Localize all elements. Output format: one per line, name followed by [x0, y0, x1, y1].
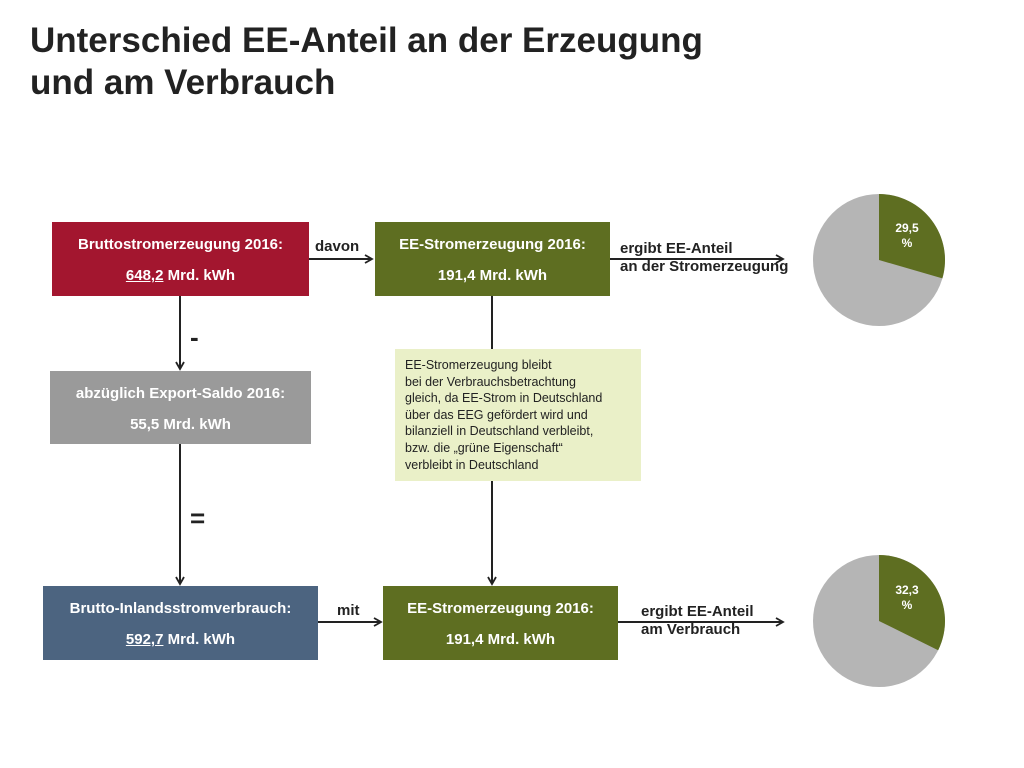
- pie-verbrauch-label-unit: %: [901, 598, 913, 612]
- pie-erzeugung-label-unit: %: [901, 236, 913, 250]
- label-ergibt-verbrauch: ergibt EE-Anteil am Verbrauch: [641, 603, 754, 639]
- note-line: über das EEG gefördert wird und: [405, 407, 588, 422]
- pie-verbrauch-label: 32,3 %: [887, 583, 927, 613]
- box-ee-top-label: EE-Stromerzeugung 2016:: [399, 236, 586, 253]
- box-ee-stromerzeugung-top: EE-Stromerzeugung 2016: 191,4 Mrd. kWh: [375, 222, 610, 296]
- inlandsverbrauch-value-number: 592,7: [125, 631, 164, 648]
- box-export-saldo-value: 55,5 Mrd. kWh: [130, 416, 231, 433]
- note-line: gleich, da EE-Strom in Deutschland: [405, 391, 603, 406]
- page-title-line-1: Unterschied EE-Anteil an der Erzeugung: [30, 21, 703, 60]
- box-bruttostromerzeugung: Bruttostromerzeugung 2016: 648,2 Mrd. kW…: [52, 222, 309, 296]
- box-ee-bottom-label: EE-Stromerzeugung 2016:: [407, 600, 594, 617]
- note-explanation: EE-Stromerzeugung bleibt bei der Verbrau…: [395, 349, 641, 481]
- note-line: bilanziell in Deutschland verbleibt,: [405, 424, 594, 439]
- box-inlandsverbrauch-label: Brutto-Inlandsstromverbrauch:: [69, 600, 292, 617]
- pie-verbrauch-label-number: 32,3: [895, 583, 919, 597]
- note-line: bei der Verbrauchsbetrachtung: [405, 374, 576, 389]
- label-ergibt-verbrauch-line-1: ergibt EE-Anteil: [641, 603, 754, 620]
- box-export-saldo: abzüglich Export-Saldo 2016: 55,5 Mrd. k…: [50, 371, 311, 444]
- pie-erzeugung-label: 29,5 %: [887, 221, 927, 251]
- note-line: bzw. die „grüne Eigenschaft“: [405, 440, 563, 455]
- operator-minus: -: [190, 322, 199, 352]
- operator-equals: =: [190, 503, 206, 533]
- page-title: Unterschied EE-Anteil an der Erzeugung u…: [30, 20, 703, 104]
- label-ergibt-erzeugung-line-1: ergibt EE-Anteil: [620, 240, 733, 257]
- box-brutto-inlandsstromverbrauch: Brutto-Inlandsstromverbrauch: 592,7 Mrd.…: [43, 586, 318, 660]
- brutto-value-number: 648,2: [125, 267, 164, 284]
- box-ee-stromerzeugung-bottom: EE-Stromerzeugung 2016: 191,4 Mrd. kWh: [383, 586, 618, 660]
- box-inlandsverbrauch-value: 592,7 Mrd. kWh: [43, 631, 318, 648]
- inlandsverbrauch-value-unit: Mrd. kWh: [163, 631, 236, 648]
- box-bruttostromerzeugung-value: 648,2 Mrd. kWh: [52, 267, 309, 284]
- box-ee-top-value: 191,4 Mrd. kWh: [437, 267, 548, 284]
- box-bruttostromerzeugung-label: Bruttostromerzeugung 2016:: [77, 236, 284, 253]
- note-line: EE-Stromerzeugung bleibt: [405, 358, 552, 372]
- brutto-value-unit: Mrd. kWh: [163, 267, 236, 284]
- pie-erzeugung-label-number: 29,5: [895, 221, 919, 235]
- note-line: verbleibt in Deutschland: [405, 457, 539, 472]
- label-ergibt-erzeugung: ergibt EE-Anteil an der Stromerzeugung: [620, 240, 788, 276]
- label-ergibt-erzeugung-line-2: an der Stromerzeugung: [620, 258, 789, 275]
- box-export-saldo-label: abzüglich Export-Saldo 2016:: [75, 385, 286, 402]
- label-mit: mit: [337, 602, 360, 619]
- box-ee-bottom-value: 191,4 Mrd. kWh: [445, 631, 556, 648]
- label-ergibt-verbrauch-line-2: am Verbrauch: [641, 621, 741, 638]
- label-davon: davon: [315, 238, 360, 255]
- page-title-line-2: und am Verbrauch: [30, 63, 336, 102]
